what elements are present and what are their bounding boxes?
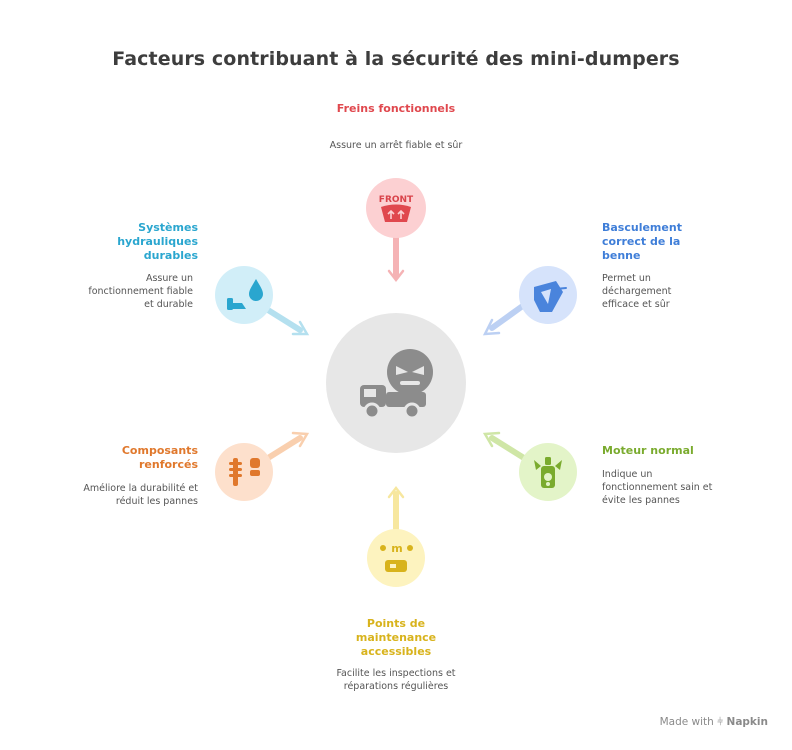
arrow-composants [265,431,310,461]
arrow-moteur [482,431,527,461]
node-moteur [519,443,577,501]
connector-arrows [265,235,527,535]
label-moteur: Moteur normal [602,444,694,457]
arrow-basculement [482,302,527,336]
front-icon-text: FRONT [379,195,414,205]
arrow-freins [387,235,405,283]
made-with-text: Made with [659,716,714,728]
mini-dumper-truck-icon [360,349,433,420]
front-brakes-icon: FRONT [379,195,414,222]
center-node [326,313,466,453]
page-title: Facteurs contribuant à la sécurité des m… [112,48,680,70]
node-basculement [519,266,577,324]
label-composants: Composants renforcés [121,444,198,471]
svg-text:m: m [391,542,402,555]
brand-name: Napkin [726,716,768,728]
desc-moteur: Indique un fonctionnement sain et évite … [602,469,713,506]
engine-icon [534,457,562,488]
label-hydraulique: Systèmes hydrauliques durables [117,221,198,262]
desc-basculement: Permet un déchargement efficace et sûr [602,273,672,310]
footer-credit[interactable]: Made with ⫩ Napkin [660,716,768,729]
tipping-bed-icon [534,281,567,312]
label-freins: Freins fonctionnels [336,102,456,115]
label-basculement: Basculement correct de la benne [602,221,682,262]
arrow-maintenance [387,485,405,535]
hydraulic-drop-icon [227,279,263,310]
node-hydraulique [215,266,273,324]
reinforced-parts-icon [229,458,260,486]
node-maintenance: m [367,529,425,587]
maintenance-icon: m [380,542,413,572]
desc-freins: Assure un arrêt fiable et sûr [329,140,463,151]
arrow-hydraulique [265,307,310,336]
napkin-logo-icon: ⫩ [717,716,724,728]
desc-hydraulique: Assure un fonctionnement fiable et durab… [88,273,193,310]
node-freins: FRONT [366,178,426,238]
desc-maintenance: Facilite les inspections et réparations … [336,668,456,692]
desc-composants: Améliore la durabilité et réduit les pan… [83,483,198,507]
node-composants [215,443,273,501]
label-maintenance: Points de maintenance accessibles [355,617,437,658]
